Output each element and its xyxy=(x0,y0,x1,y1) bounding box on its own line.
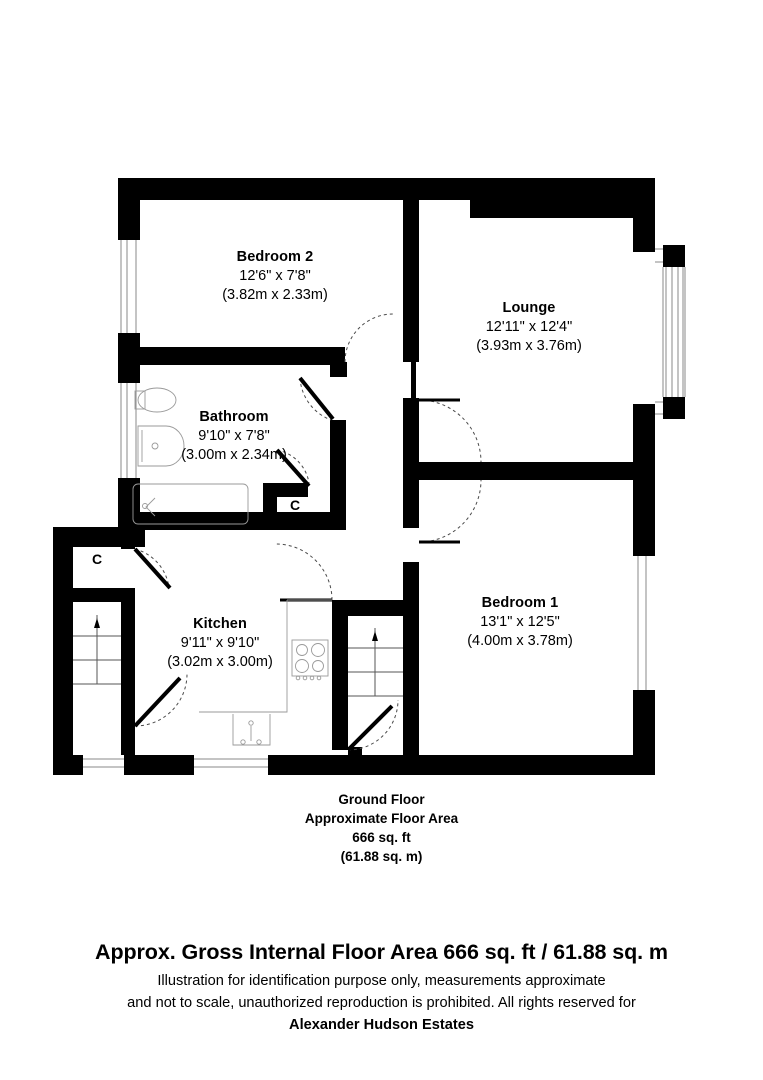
room-dim-imperial-bedroom-1: 13'1" x 12'5" xyxy=(480,613,560,630)
door-swing-cupboard-hall xyxy=(276,449,310,484)
wall-bed2-bottom xyxy=(140,347,345,365)
room-dim-imperial-bathroom: 9'10" x 7'8" xyxy=(198,427,270,444)
room-label-kitchen: Kitchen 9'11" x 9'10" (3.02m x 3.00m) xyxy=(100,615,340,672)
room-dim-metric-kitchen: (3.02m x 3.00m) xyxy=(167,653,273,670)
exterior-walls xyxy=(53,178,655,775)
wall-bottom-seg-a xyxy=(124,755,194,775)
wall-hall-vert-upper xyxy=(403,466,419,528)
door-swing-bedroom2 xyxy=(344,313,394,363)
footer-disclaimer-line-2: and not to scale, unauthorized reproduct… xyxy=(127,995,636,1012)
wall-extension-top xyxy=(53,527,140,547)
wall-bathroom-bottom xyxy=(140,512,330,530)
wall-lounge-bottom xyxy=(403,462,655,480)
room-dim-metric-bathroom: (3.00m x 2.34m) xyxy=(181,446,287,463)
wall-extension-stair-right-top xyxy=(121,527,135,549)
floor-title: Ground Floor xyxy=(338,792,425,807)
footer-title: Approx. Gross Internal Floor Area 666 sq… xyxy=(95,940,668,964)
wall-top-lounge-band xyxy=(470,200,655,218)
windows xyxy=(83,240,647,768)
wall-bed2-lounge-upper xyxy=(403,200,419,362)
footer-company-name: Alexander Hudson Estates xyxy=(289,1017,474,1034)
floor-plan-drawing xyxy=(53,178,686,775)
bay-window-lounge xyxy=(655,245,686,419)
wall-bed2-lounge-lower xyxy=(403,398,419,466)
wall-extension-stair-right-bottom xyxy=(121,726,135,755)
wall-bottom-left-stub xyxy=(53,755,83,775)
room-name-kitchen: Kitchen xyxy=(193,616,247,632)
wall-left-lower-stub xyxy=(118,478,140,530)
room-dim-metric-bedroom-1: (4.00m x 3.78m) xyxy=(467,632,573,649)
room-label-lounge: Lounge 12'11" x 12'4" (3.93m x 3.76m) xyxy=(409,299,649,356)
door-frame-bed2 xyxy=(411,362,416,398)
door-swing-bathroom xyxy=(299,377,332,421)
room-label-bedroom-2: Bedroom 2 12'6" x 7'8" (3.82m x 2.33m) xyxy=(155,248,395,305)
wall-extension-stair-right xyxy=(121,588,135,726)
room-name-bathroom: Bathroom xyxy=(199,409,269,425)
wall-bottom-seg-b xyxy=(268,755,348,775)
door-swing-cupboard-entry xyxy=(134,548,170,589)
bathroom-fixtures xyxy=(132,387,249,525)
room-dim-imperial-lounge: 12'11" x 12'4" xyxy=(485,318,573,335)
kitchen-fixtures xyxy=(199,599,332,746)
footer: Approx. Gross Internal Floor Area 666 sq… xyxy=(0,940,763,1037)
bay-window-corner-bottom xyxy=(663,397,685,419)
door-leaf-cupboard-hall xyxy=(275,448,311,488)
door-swing-kitchen xyxy=(275,543,333,601)
wall-bottom-seg-c xyxy=(362,755,652,775)
room-name-lounge: Lounge xyxy=(502,300,556,316)
floor-area-sqft: 666 sq. ft xyxy=(352,830,411,846)
stairs-left xyxy=(73,615,121,685)
room-name-bedroom-1: Bedroom 1 xyxy=(481,595,559,611)
wall-top xyxy=(118,178,655,200)
wall-extension-left xyxy=(53,527,73,775)
bathtub-icon xyxy=(132,483,249,525)
footer-disclaimer-line-1: Illustration for identification purpose … xyxy=(157,973,606,989)
room-dim-metric-bedroom-2: (3.82m x 2.33m) xyxy=(222,286,328,303)
toilet-icon xyxy=(137,387,177,413)
wall-kitchen-right xyxy=(332,600,348,750)
wall-bathroom-right xyxy=(330,420,346,530)
cupboard-label-hall: C xyxy=(289,497,301,513)
sink-icon xyxy=(137,425,185,467)
wall-right-bed1-lower xyxy=(633,690,655,775)
toilet-cistern-icon xyxy=(134,390,146,410)
bay-window-corner-top xyxy=(663,245,685,267)
wall-right-lounge-upper xyxy=(633,200,655,252)
room-label-bathroom: Bathroom 9'10" x 7'8" (3.00m x 2.34m) xyxy=(116,408,352,465)
wall-left-upper-stub xyxy=(118,200,140,240)
wall-bed1-left xyxy=(403,614,419,772)
kitchen-counter-icon xyxy=(199,600,288,713)
doors xyxy=(133,313,482,752)
room-dim-imperial-bedroom-2: 12'6" x 7'8" xyxy=(239,267,311,284)
cupboard-label-entry: C xyxy=(91,551,103,567)
room-dim-imperial-kitchen: 9'11" x 9'10" xyxy=(180,634,260,651)
wall-bed1-left-top xyxy=(348,600,419,616)
wall-kitchen-top-stub xyxy=(135,527,145,547)
wall-extension-divider xyxy=(73,588,135,602)
room-label-bedroom-1: Bedroom 1 13'1" x 12'5" (4.00m x 3.78m) xyxy=(400,594,640,651)
room-dim-metric-lounge: (3.93m x 3.76m) xyxy=(476,337,582,354)
room-name-bedroom-2: Bedroom 2 xyxy=(236,249,314,265)
door-leaf-rear xyxy=(346,704,394,752)
door-leaf-entry xyxy=(133,676,182,728)
wall-right-lounge-lower xyxy=(633,404,655,464)
door-leaf-cupboard-entry xyxy=(133,547,172,590)
interior-walls xyxy=(73,200,655,772)
wall-cupboard-hall-top xyxy=(263,483,308,497)
hob-icon xyxy=(291,639,329,677)
floor-area-sqm: (61.88 sq. m) xyxy=(340,849,423,865)
door-swing-bedroom1 xyxy=(418,479,482,543)
floor-area-caption: Approximate Floor Area xyxy=(304,811,459,827)
floor-area-summary: Ground Floor Approximate Floor Area 666 … xyxy=(0,790,763,867)
wall-bottom-pier xyxy=(348,747,362,775)
stairs-center xyxy=(348,628,403,697)
door-leaf-bathroom xyxy=(298,376,335,421)
kitchen-sink-icon xyxy=(232,714,271,746)
door-swing-lounge xyxy=(418,399,482,463)
wall-bed2-bottom-pier xyxy=(330,347,345,377)
wall-right-bed1-upper xyxy=(633,464,655,556)
wall-left-mid-stub xyxy=(118,333,140,383)
